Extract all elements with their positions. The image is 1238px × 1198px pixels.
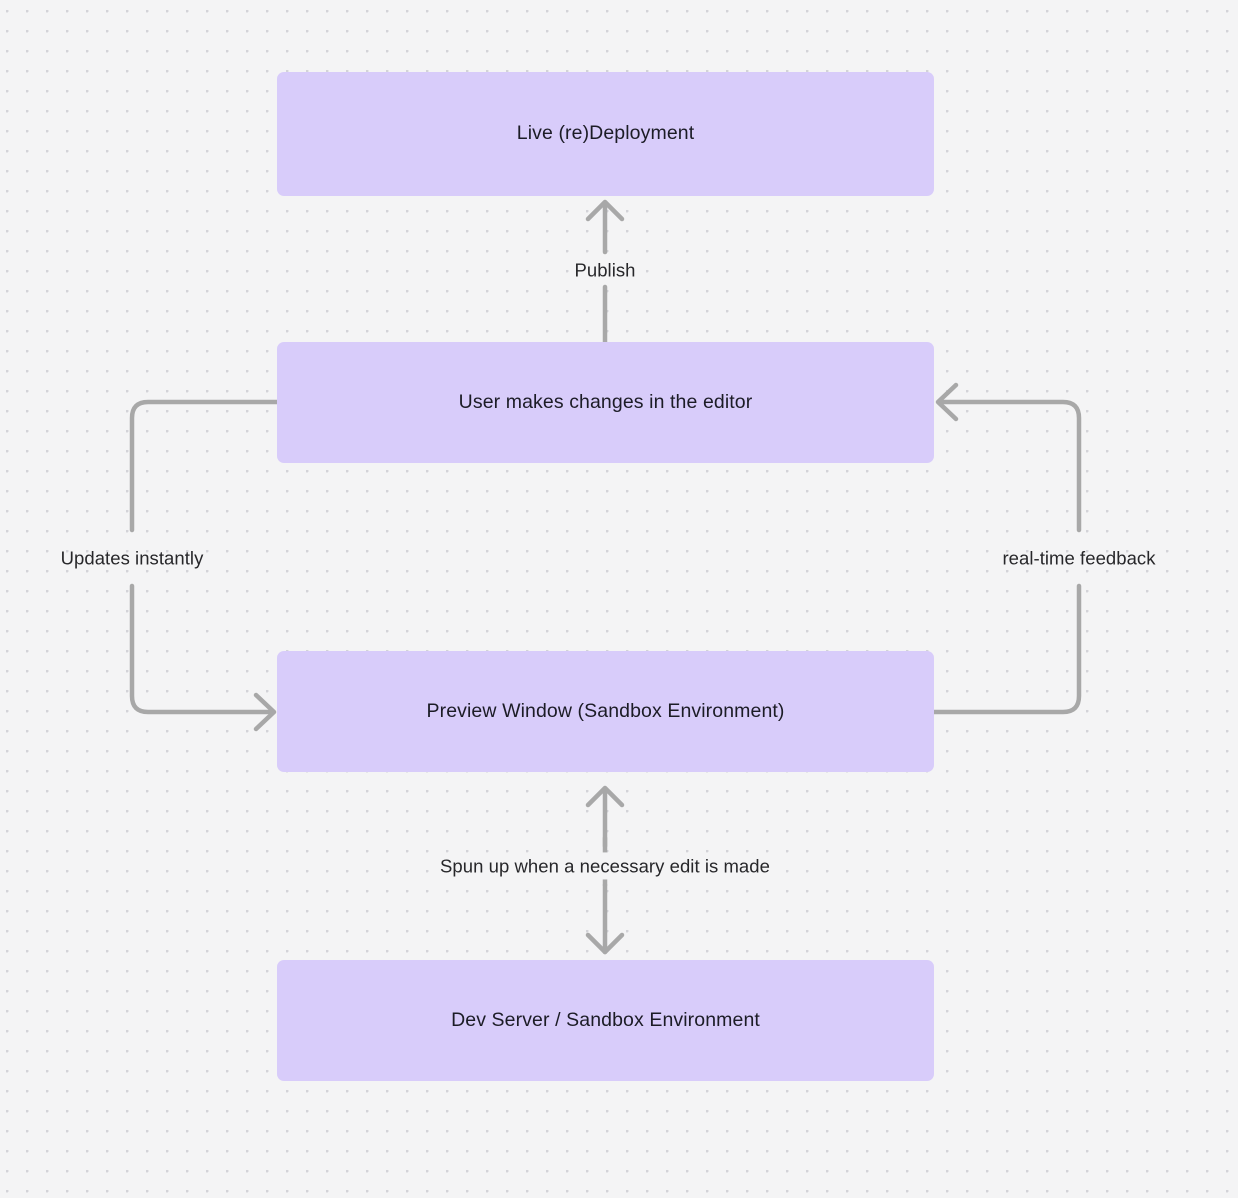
edge-label-spun-up[interactable]: Spun up when a necessary edit is made xyxy=(434,852,776,880)
node-preview-window-label: Preview Window (Sandbox Environment) xyxy=(426,699,785,722)
node-dev-server[interactable]: Dev Server / Sandbox Environment xyxy=(277,960,934,1081)
node-user-edits[interactable]: User makes changes in the editor xyxy=(277,342,934,463)
edge-updates-instantly-arrowhead-icon xyxy=(253,692,277,732)
edge-spun-up-arrowhead-up-icon xyxy=(585,785,625,808)
edge-label-publish[interactable]: Publish xyxy=(568,256,642,284)
edge-label-real-time-feedback[interactable]: real-time feedback xyxy=(1002,547,1156,569)
edge-publish-arrowhead-icon xyxy=(585,199,625,222)
node-preview-window[interactable]: Preview Window (Sandbox Environment) xyxy=(277,651,934,772)
node-dev-server-label: Dev Server / Sandbox Environment xyxy=(451,1008,760,1031)
edge-spun-up-arrowhead-down-icon xyxy=(585,932,625,955)
edge-updates-instantly-segment-upper xyxy=(129,399,280,533)
edge-updates-instantly-segment-lower xyxy=(129,583,272,715)
edge-label-updates-instantly[interactable]: Updates instantly xyxy=(60,547,204,569)
node-user-edits-label: User makes changes in the editor xyxy=(458,390,753,413)
edge-real-time-feedback-segment-upper xyxy=(939,399,1082,533)
node-live-deployment-label: Live (re)Deployment xyxy=(516,122,695,145)
edge-real-time-feedback-arrowhead-icon xyxy=(935,382,959,422)
node-live-deployment[interactable]: Live (re)Deployment xyxy=(277,72,934,196)
edge-real-time-feedback-segment-lower xyxy=(931,583,1082,715)
